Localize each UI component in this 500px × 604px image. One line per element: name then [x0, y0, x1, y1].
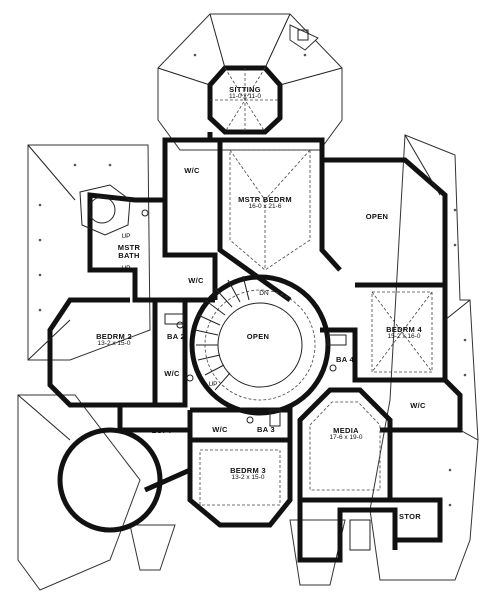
- room-name: OPEN: [365, 212, 389, 221]
- room-name: W/C: [212, 425, 228, 434]
- room-name: W/C: [188, 276, 204, 285]
- room-label-ba2: BA 2: [164, 333, 188, 341]
- stair-treads: [194, 275, 250, 391]
- room-name: BA 2: [166, 332, 185, 341]
- room-label-wic-bed3: W/C: [208, 426, 232, 434]
- roof-ridges: [17, 13, 479, 441]
- room-label-open-center: OPEN: [243, 333, 273, 341]
- room-name: W/C: [164, 369, 180, 378]
- room-label-mstr-bath: MSTR BATH: [114, 244, 144, 260]
- room-label-dn: DN: [255, 290, 273, 298]
- room-name: W/C: [410, 401, 426, 410]
- room-name: MSTR BEDRM: [238, 195, 292, 204]
- room-label-wic-bed2: W/C: [160, 370, 184, 378]
- walls: [47, 65, 463, 563]
- room-name: MSTR: [117, 243, 141, 252]
- room-label-open-top: OPEN: [362, 213, 392, 221]
- room-dims: 13-2 x 15-0: [97, 339, 131, 347]
- room-label-ba4: BA 4: [333, 356, 357, 364]
- room-label-up-bath: UP: [118, 233, 134, 241]
- room-label-loft: LOFT: [148, 427, 176, 435]
- room-label-bedrm3: BEDRM 3 13-2 x 15-0: [220, 467, 276, 482]
- stair-direction: UP: [208, 381, 218, 388]
- room-label-wic-bath: W/C: [184, 277, 208, 285]
- room-label-up-stair: UP: [118, 265, 134, 273]
- room-name-2: BATH: [118, 250, 140, 260]
- room-dims: 15-2 x 16-0: [387, 332, 421, 340]
- room-dims: 13-2 x 15-0: [231, 473, 265, 481]
- room-name: MEDIA: [333, 426, 359, 435]
- ceiling-lines: [199, 67, 433, 506]
- room-dims: 16-0 x 21-6: [248, 202, 282, 210]
- room-name: SITTING: [229, 85, 261, 94]
- room-name: BEDRM 3: [230, 466, 266, 475]
- room-label-stor: STOR: [396, 513, 424, 521]
- room-name: BA 4: [335, 355, 354, 364]
- room-dims: 11-0 x 11-0: [229, 92, 261, 100]
- room-label-mstr-bedrm: MSTR BEDRM 16-0 x 21-6: [232, 196, 298, 211]
- room-dims: 17-6 x 19-0: [329, 433, 363, 441]
- room-label-bedrm4: BEDRM 4 15-2 x 16-0: [376, 326, 432, 341]
- room-label-wic-top: W/C: [180, 167, 204, 175]
- room-label-ba3: BA 3: [254, 426, 278, 434]
- room-label-wic-bed4: W/C: [406, 402, 430, 410]
- stair-direction: DN: [259, 290, 269, 297]
- roof-dots: [38, 53, 467, 507]
- room-name: OPEN: [246, 332, 270, 341]
- room-label-bedrm2: BEDRM 2 13-2 x 15-0: [87, 333, 141, 348]
- room-name: BEDRM 4: [386, 325, 422, 334]
- roof-outline: [17, 13, 479, 591]
- room-label-media: MEDIA 17-6 x 19-0: [318, 427, 374, 442]
- room-name: STOR: [399, 512, 421, 521]
- room-label-sitting: SITTING 11-0 x 11-0: [222, 86, 268, 101]
- stair-direction: UP: [121, 265, 131, 272]
- room-label-up-loft: UP: [205, 381, 221, 389]
- room-name: BEDRM 2: [96, 332, 132, 341]
- room-name: W/C: [184, 166, 200, 175]
- room-name: LOFT: [151, 426, 173, 435]
- room-name: BA 3: [256, 425, 275, 434]
- stair-direction: UP: [121, 233, 131, 240]
- fixtures: [141, 29, 371, 551]
